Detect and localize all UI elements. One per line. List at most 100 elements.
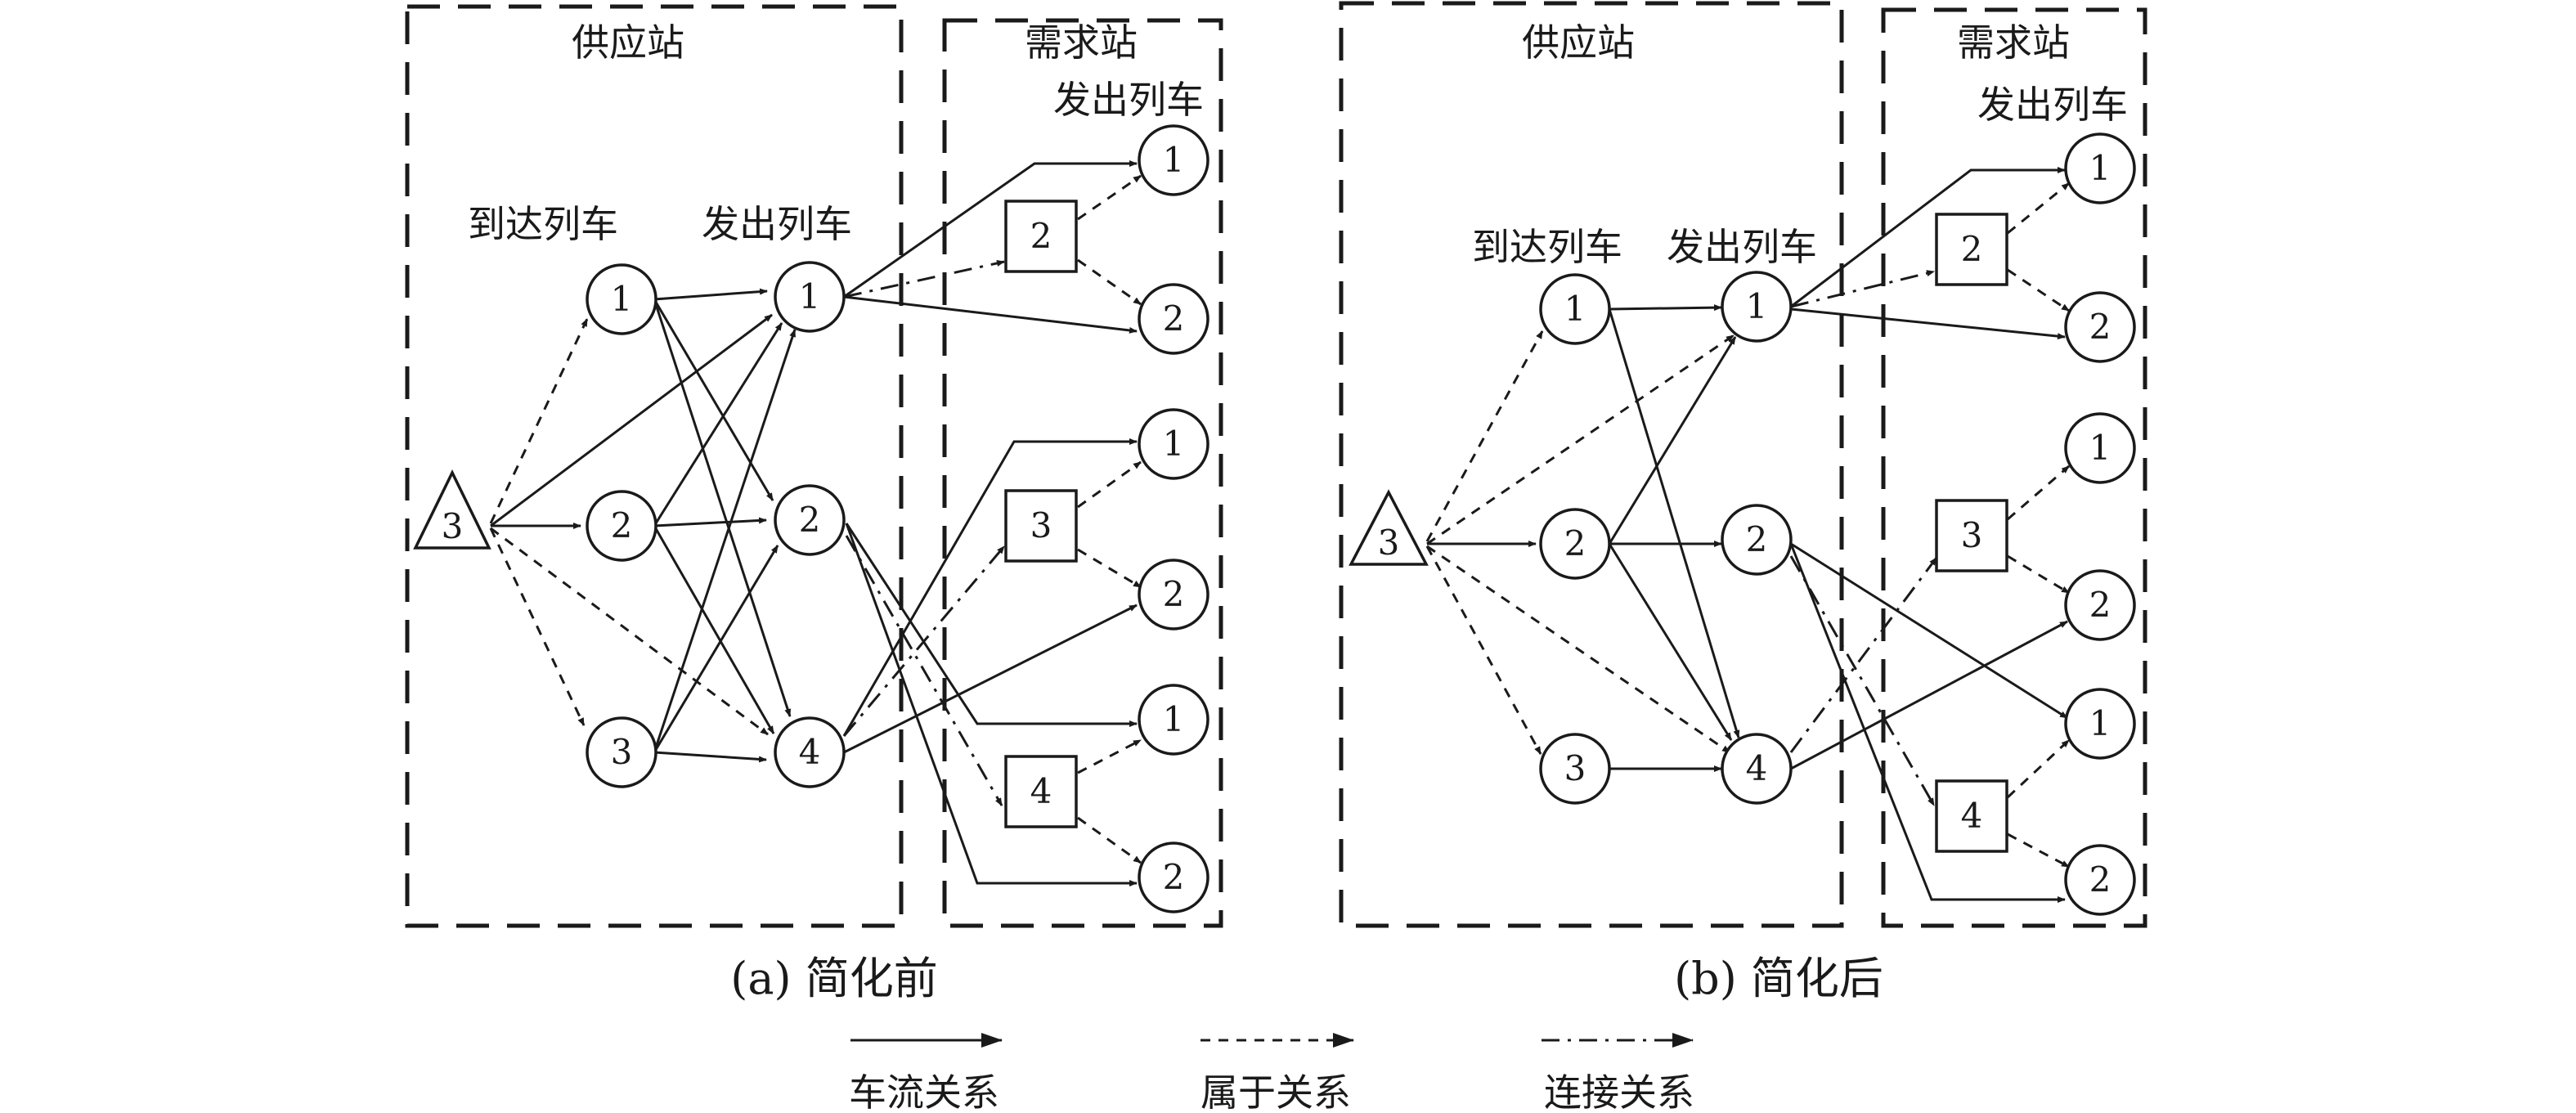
edge-flow <box>1790 307 2066 340</box>
node-label: 1 <box>799 276 821 316</box>
node-label: 4 <box>1746 748 1768 788</box>
edge-belong <box>1426 545 1730 754</box>
demand-train-node <box>1138 124 1209 196</box>
supply-triangle-node <box>1349 489 1429 566</box>
node-label: 1 <box>2089 703 2112 743</box>
edge-flow <box>1608 308 1740 738</box>
supply-station-box-b <box>1339 1 1844 928</box>
node-label: 2 <box>799 500 821 540</box>
edge-belong <box>1077 460 1142 509</box>
arrive-trains-label-b: 到达列车 <box>1472 225 1622 269</box>
node-label: 2 <box>1564 523 1586 563</box>
edge-flow <box>653 545 779 753</box>
depart-trains-label-b: 发出列车 <box>1667 225 1817 269</box>
edge-flow <box>653 298 774 501</box>
demand-train-node <box>2064 132 2136 204</box>
demand-train-node <box>1138 283 1209 355</box>
node-label: 3 <box>611 732 633 772</box>
edge-connect <box>1790 270 1935 308</box>
edge-belong <box>489 527 586 726</box>
node-label: 4 <box>1030 771 1052 811</box>
panel-caption-b: (b) 简化后 <box>1674 953 1883 1004</box>
demand-train-node <box>2064 569 2136 641</box>
node-label: 4 <box>1961 796 1983 836</box>
edge-flow <box>1790 542 2068 720</box>
node-label: 1 <box>2089 148 2112 188</box>
connection-square-node <box>1004 489 1078 563</box>
node-label: 3 <box>1961 515 1983 555</box>
depart-train-node <box>774 261 846 333</box>
edge-belong <box>489 318 589 524</box>
node-label: 1 <box>1746 286 1768 326</box>
node-label: 2 <box>1163 574 1185 614</box>
triangle-node-label: 3 <box>442 506 464 546</box>
supply-station-box-a <box>405 4 904 928</box>
node-label: 4 <box>799 732 821 772</box>
edge-belong <box>1077 548 1142 589</box>
depart-trains-label-a: 发出列车 <box>702 202 852 246</box>
legend-label-flow: 车流关系 <box>849 1070 999 1113</box>
demand-train-node <box>2064 412 2136 484</box>
edge-connect <box>845 535 1003 806</box>
node-label: 3 <box>1030 505 1052 545</box>
edge-flow <box>1608 336 1737 545</box>
demand-train-node <box>1138 559 1209 631</box>
node-label: 1 <box>1163 424 1185 464</box>
edge-belong <box>1425 330 1544 542</box>
supply-triangle-node <box>413 469 491 550</box>
edge-flow <box>490 313 773 527</box>
demand-station-box-b <box>1881 7 2147 928</box>
edge-flow <box>1790 167 2066 308</box>
demand-depart-label-a: 发出列车 <box>1053 78 1204 122</box>
demand-depart-label-b: 发出列车 <box>1977 83 2128 127</box>
demand-train-node <box>1138 408 1209 480</box>
node-label: 2 <box>2089 307 2112 347</box>
edge-belong <box>2007 464 2070 521</box>
edge-flow <box>842 438 1138 737</box>
edge-flow <box>653 329 797 753</box>
supply-station-label-b: 供应站 <box>1522 20 1635 65</box>
demand-train-node <box>2064 291 2136 363</box>
edge-belong <box>2006 738 2071 799</box>
edge-flow <box>653 525 775 734</box>
connection-square-node <box>1004 200 1078 273</box>
edge-flow <box>843 604 1138 754</box>
demand-station-label-a: 需求站 <box>1025 20 1138 65</box>
edge-belong <box>2007 833 2070 868</box>
edge-belong <box>1077 174 1142 221</box>
panel-b: 供应站 需求站 到达列车 发出列车 发出列车 <box>1339 1 2147 1004</box>
edge-flow <box>843 160 1138 298</box>
edge-flow <box>1790 620 2068 770</box>
legend: 车流关系 属于关系 连接关系 <box>849 1033 1694 1113</box>
arrive-train-node <box>586 490 657 562</box>
demand-station-box-a <box>942 18 1223 928</box>
node-label: 2 <box>1746 519 1768 559</box>
connection-square-node <box>1935 779 2008 853</box>
node-label: 1 <box>1163 140 1185 180</box>
nodes-b: 3 1 2 3 1 2 4 2 3 4 1 2 1 2 <box>1349 132 2136 916</box>
depart-train-node <box>1721 271 1793 343</box>
edge-belong <box>2007 268 2070 312</box>
legend-label-connect: 连接关系 <box>1544 1070 1694 1113</box>
node-label: 1 <box>1564 289 1586 329</box>
edge-belong <box>1425 545 1542 755</box>
edge-flow <box>843 295 1138 334</box>
panel-caption-a: (a) 简化前 <box>730 953 938 1004</box>
edge-belong <box>1077 816 1142 864</box>
node-label: 2 <box>2089 585 2112 625</box>
edges-a <box>489 160 1142 886</box>
arrive-train-node <box>1539 508 1611 580</box>
node-label: 1 <box>1163 699 1185 739</box>
depart-train-node <box>774 484 846 556</box>
edge-belong <box>2007 554 2070 595</box>
edge-flow <box>653 517 767 527</box>
demand-train-node <box>1138 841 1209 913</box>
depart-train-node <box>774 716 846 788</box>
connection-square-node <box>1935 213 2008 286</box>
edge-flow <box>653 288 768 301</box>
edge-belong <box>1426 334 1735 545</box>
node-label: 2 <box>2089 859 2112 900</box>
node-label: 1 <box>611 279 633 319</box>
nodes-a: 3 1 2 3 1 2 4 2 3 4 1 2 1 2 <box>413 124 1209 913</box>
arrive-train-node <box>1539 273 1611 345</box>
